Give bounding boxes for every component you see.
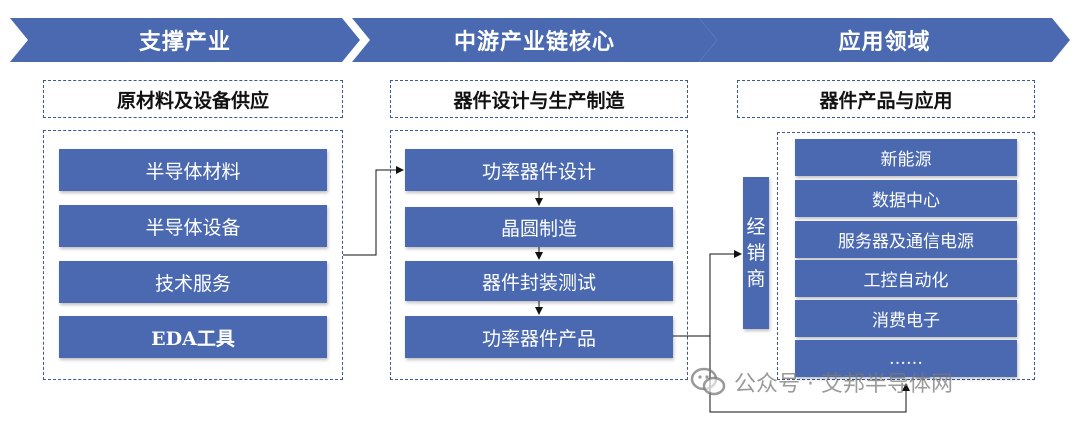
stage-application: 应用领域 [699,18,1070,62]
core-item: 功率器件产品 [405,316,673,358]
stage-label: 中游产业链核心 [453,29,615,55]
distributor-char: 销 [746,242,766,264]
chevron-shape [699,18,1070,62]
support-item: 技术服务 [59,261,327,303]
distributor-box: 经 销 商 [743,177,769,329]
watermark-text: 公众号 · 艾邦半导体网 [734,372,953,397]
stage-support: 支撑产业 [10,18,360,62]
connector-product-to-distributor [673,250,742,337]
core-item: 功率器件设计 [405,149,673,191]
distributor-char: 商 [746,268,766,290]
support-item: EDA工具 [59,316,327,358]
watermark: 公众号 · 艾邦半导体网 [690,366,953,398]
support-header: 原材料及设备供应 [43,80,343,118]
stage-core: 中游产业链核心 [352,18,717,62]
stage-label: 支撑产业 [138,29,231,55]
stage-label: 应用领域 [838,29,931,55]
application-item: 服务器及通信电源 [795,221,1017,258]
core-item: 晶圆制造 [405,207,673,247]
application-item: …… [795,340,1017,377]
application-item: 消费电子 [795,300,1017,337]
core-item: 器件封装测试 [405,261,673,301]
application-item: 新能源 [795,139,1017,176]
distributor-char: 经 [746,216,766,238]
application-panel [777,132,1035,380]
support-panel [43,130,343,380]
connector-product-to-application [709,336,910,413]
chevron-shape [10,18,360,62]
application-item: 工控自动化 [795,260,1017,297]
wechat-icon [690,367,726,396]
application-header: 器件产品与应用 [737,80,1035,118]
core-header: 器件设计与生产制造 [390,80,688,118]
application-item: 数据中心 [795,180,1017,217]
support-item: 半导体材料 [59,149,327,191]
support-item: 半导体设备 [59,205,327,247]
connector-support-to-core [343,166,404,256]
core-panel [390,130,688,380]
chevron-shape [352,18,717,62]
